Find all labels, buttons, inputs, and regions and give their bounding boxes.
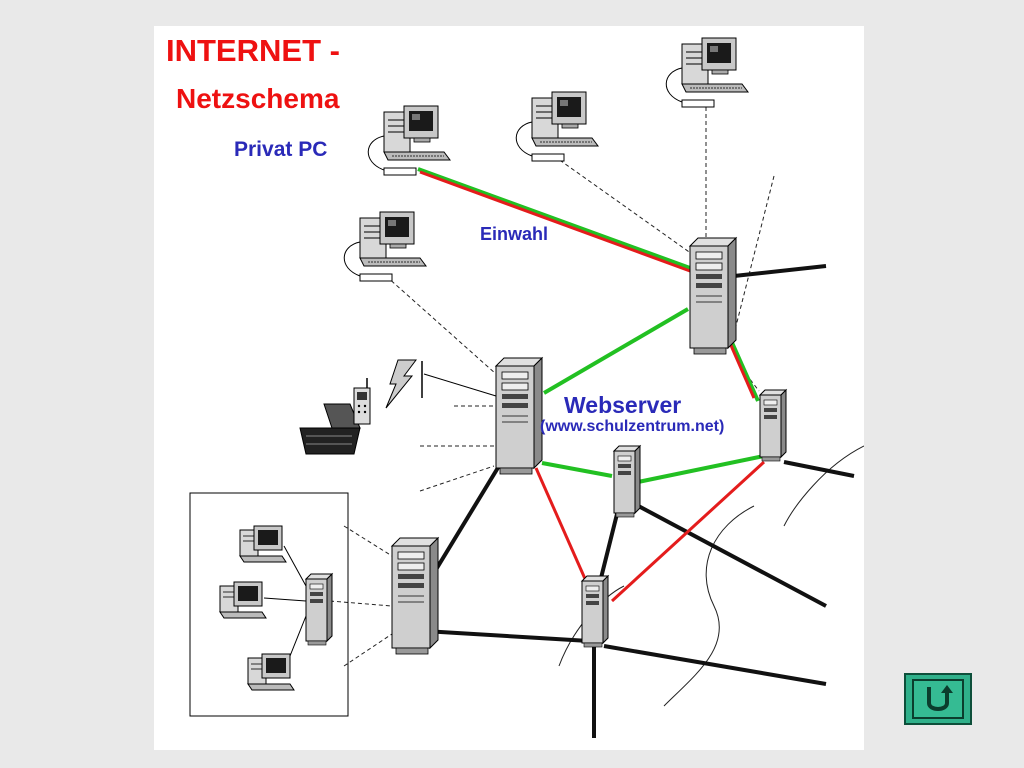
- lan-pc-3: [247, 653, 295, 691]
- title-line-1: INTERNET -: [166, 33, 340, 68]
- lan-pc-2: [219, 581, 267, 619]
- remote-pc-top-center: [515, 91, 599, 162]
- mobile-phone-icon: [353, 378, 371, 425]
- lan-pc-1: [239, 525, 287, 563]
- backbone-links: [423, 264, 855, 738]
- u-turn-arrow-icon: [927, 685, 953, 711]
- green-path: [417, 167, 765, 484]
- title-line-2: Netzschema: [176, 83, 340, 114]
- label-webserver: Webserver: [564, 392, 682, 418]
- router-bottom: [581, 575, 609, 648]
- lan-links: [263, 545, 307, 667]
- webserver: [759, 389, 787, 462]
- laptop-icon: [299, 403, 361, 455]
- lightning-icon: [385, 359, 417, 409]
- private-pc-main: [367, 105, 451, 176]
- antenna-link: [423, 373, 497, 397]
- lan-hub: [305, 573, 333, 646]
- remote-pc-top-right: [665, 37, 749, 108]
- slide: INTERNET - Netzschema Privat PC Einwahl …: [154, 26, 864, 750]
- router-center: [613, 445, 641, 518]
- dashed-links: [329, 100, 775, 667]
- network-diagram: [189, 37, 864, 738]
- label-webserver-url: (www.schulzentrum.net): [540, 418, 725, 435]
- main-router-server: [495, 357, 543, 475]
- lan-group-box: [189, 492, 349, 717]
- label-private-pc: Privat PC: [234, 138, 328, 161]
- remote-pc-left: [343, 211, 427, 282]
- back-button[interactable]: [904, 673, 972, 725]
- lan-server: [391, 537, 439, 655]
- red-path: [419, 170, 766, 603]
- label-dial-in: Einwahl: [480, 224, 549, 244]
- back-button-inner: [912, 679, 964, 719]
- dial-in-server: [689, 237, 737, 355]
